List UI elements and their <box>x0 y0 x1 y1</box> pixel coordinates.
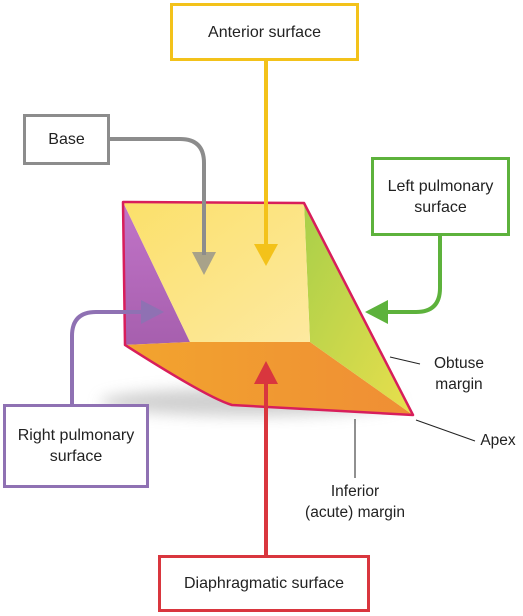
base-arrow <box>110 137 216 275</box>
diaphragmatic-surface-label: Diaphragmatic surface <box>183 575 345 592</box>
anterior-arrow <box>254 61 278 266</box>
base-label: Base <box>48 131 85 148</box>
apex-leader-line <box>415 419 476 442</box>
right-pulmonary-face <box>123 202 190 345</box>
left-pulmonary-label-line2: surface <box>414 198 467 216</box>
anterior-surface-label-box: Anterior surface <box>170 3 359 61</box>
obtuse-margin-label-line1: Obtuse <box>434 355 484 372</box>
outline-edges <box>121 200 415 417</box>
right-pulmonary-surface-label-box: Right pulmonary surface <box>3 404 149 488</box>
right-pulmonary-label-line2: surface <box>49 448 103 465</box>
anterior-surface-label: Anterior surface <box>208 23 321 41</box>
left-pulmonary-arrow <box>365 236 442 324</box>
inferior-margin-label-line1: Inferior <box>330 483 380 500</box>
diaphragmatic-surface-label-box: Diaphragmatic surface <box>158 555 370 612</box>
right-pulmonary-arrow <box>70 300 164 404</box>
obtuse-margin-label-line2: margin <box>435 376 483 393</box>
diaphragmatic-arrow <box>254 361 278 555</box>
inferior-margin-label: Inferior (acute) margin <box>290 481 420 523</box>
apex-label: Apex <box>477 430 519 451</box>
anterior-face <box>123 202 310 342</box>
apex-label-text: Apex <box>480 432 516 449</box>
inferior-margin-label-line2: (acute) margin <box>305 504 405 521</box>
right-pulmonary-label-line1: Right pulmonary <box>17 427 135 444</box>
obtuse-margin-label: Obtuse margin <box>422 353 496 395</box>
left-pulmonary-surface-label-box: Left pulmonary surface <box>371 157 510 236</box>
obtuse-leader-line <box>389 356 421 365</box>
base-label-box: Base <box>23 114 110 165</box>
left-pulmonary-label-line1: Left pulmonary <box>387 177 494 195</box>
